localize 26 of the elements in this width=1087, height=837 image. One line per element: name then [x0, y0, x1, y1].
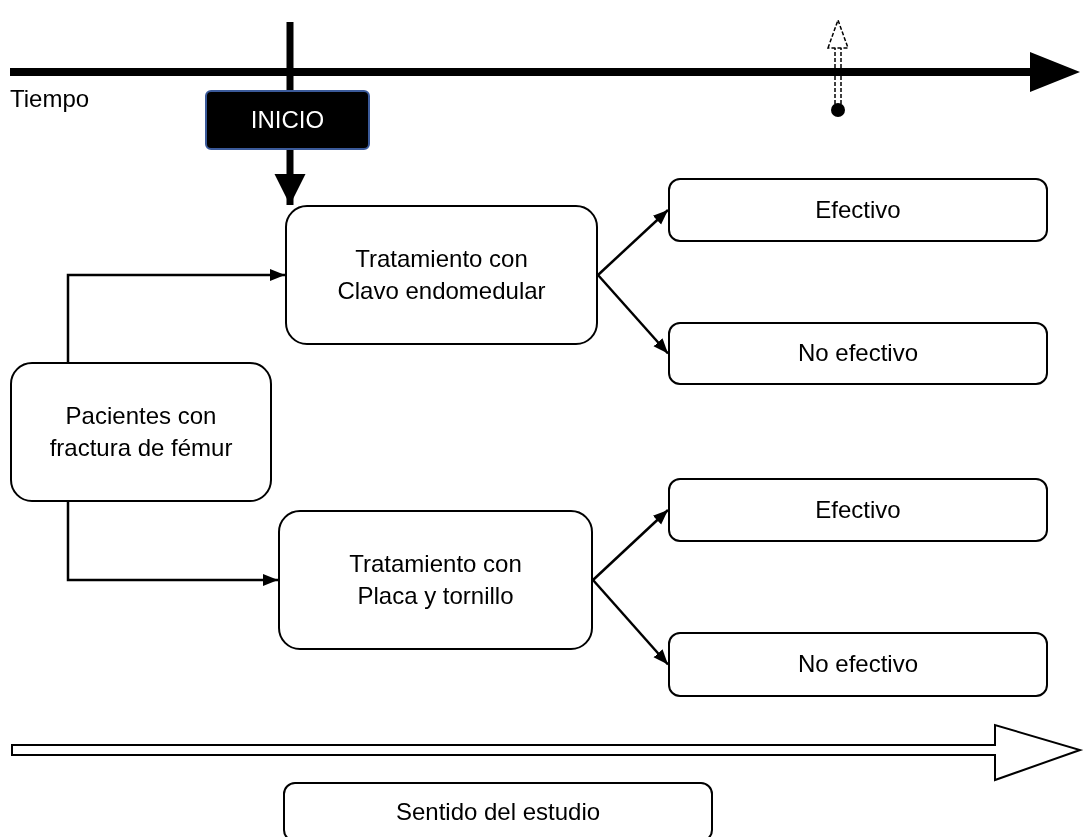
arrow	[274, 150, 306, 205]
arrow	[592, 509, 669, 581]
process-box	[10, 362, 272, 502]
node-text: Efectivo	[815, 494, 901, 525]
process-box	[668, 632, 1048, 697]
arrow	[597, 274, 669, 355]
process-box	[283, 782, 713, 837]
node-text: Tratamiento con Clavo endomedular	[336, 243, 547, 306]
arrow	[66, 269, 285, 362]
node-text: No efectivo	[797, 338, 919, 369]
axis-label: Tiempo	[10, 84, 90, 114]
process-box	[668, 322, 1048, 385]
process-box	[668, 178, 1048, 242]
arrow	[592, 579, 669, 666]
start-box	[205, 90, 370, 150]
node-text: INICIO	[250, 104, 325, 135]
process-box	[278, 510, 593, 650]
node-text: Efectivo	[815, 194, 901, 225]
node-text: Tratamiento con Placa y tornillo	[348, 548, 523, 611]
arrow	[597, 209, 669, 276]
node-text: Pacientes con fractura de fémur	[48, 400, 234, 463]
process-box	[285, 205, 598, 345]
node-text: Sentido del estudio	[395, 796, 601, 827]
node-text: No efectivo	[797, 649, 919, 680]
process-box	[668, 478, 1048, 542]
arrow	[66, 502, 278, 586]
